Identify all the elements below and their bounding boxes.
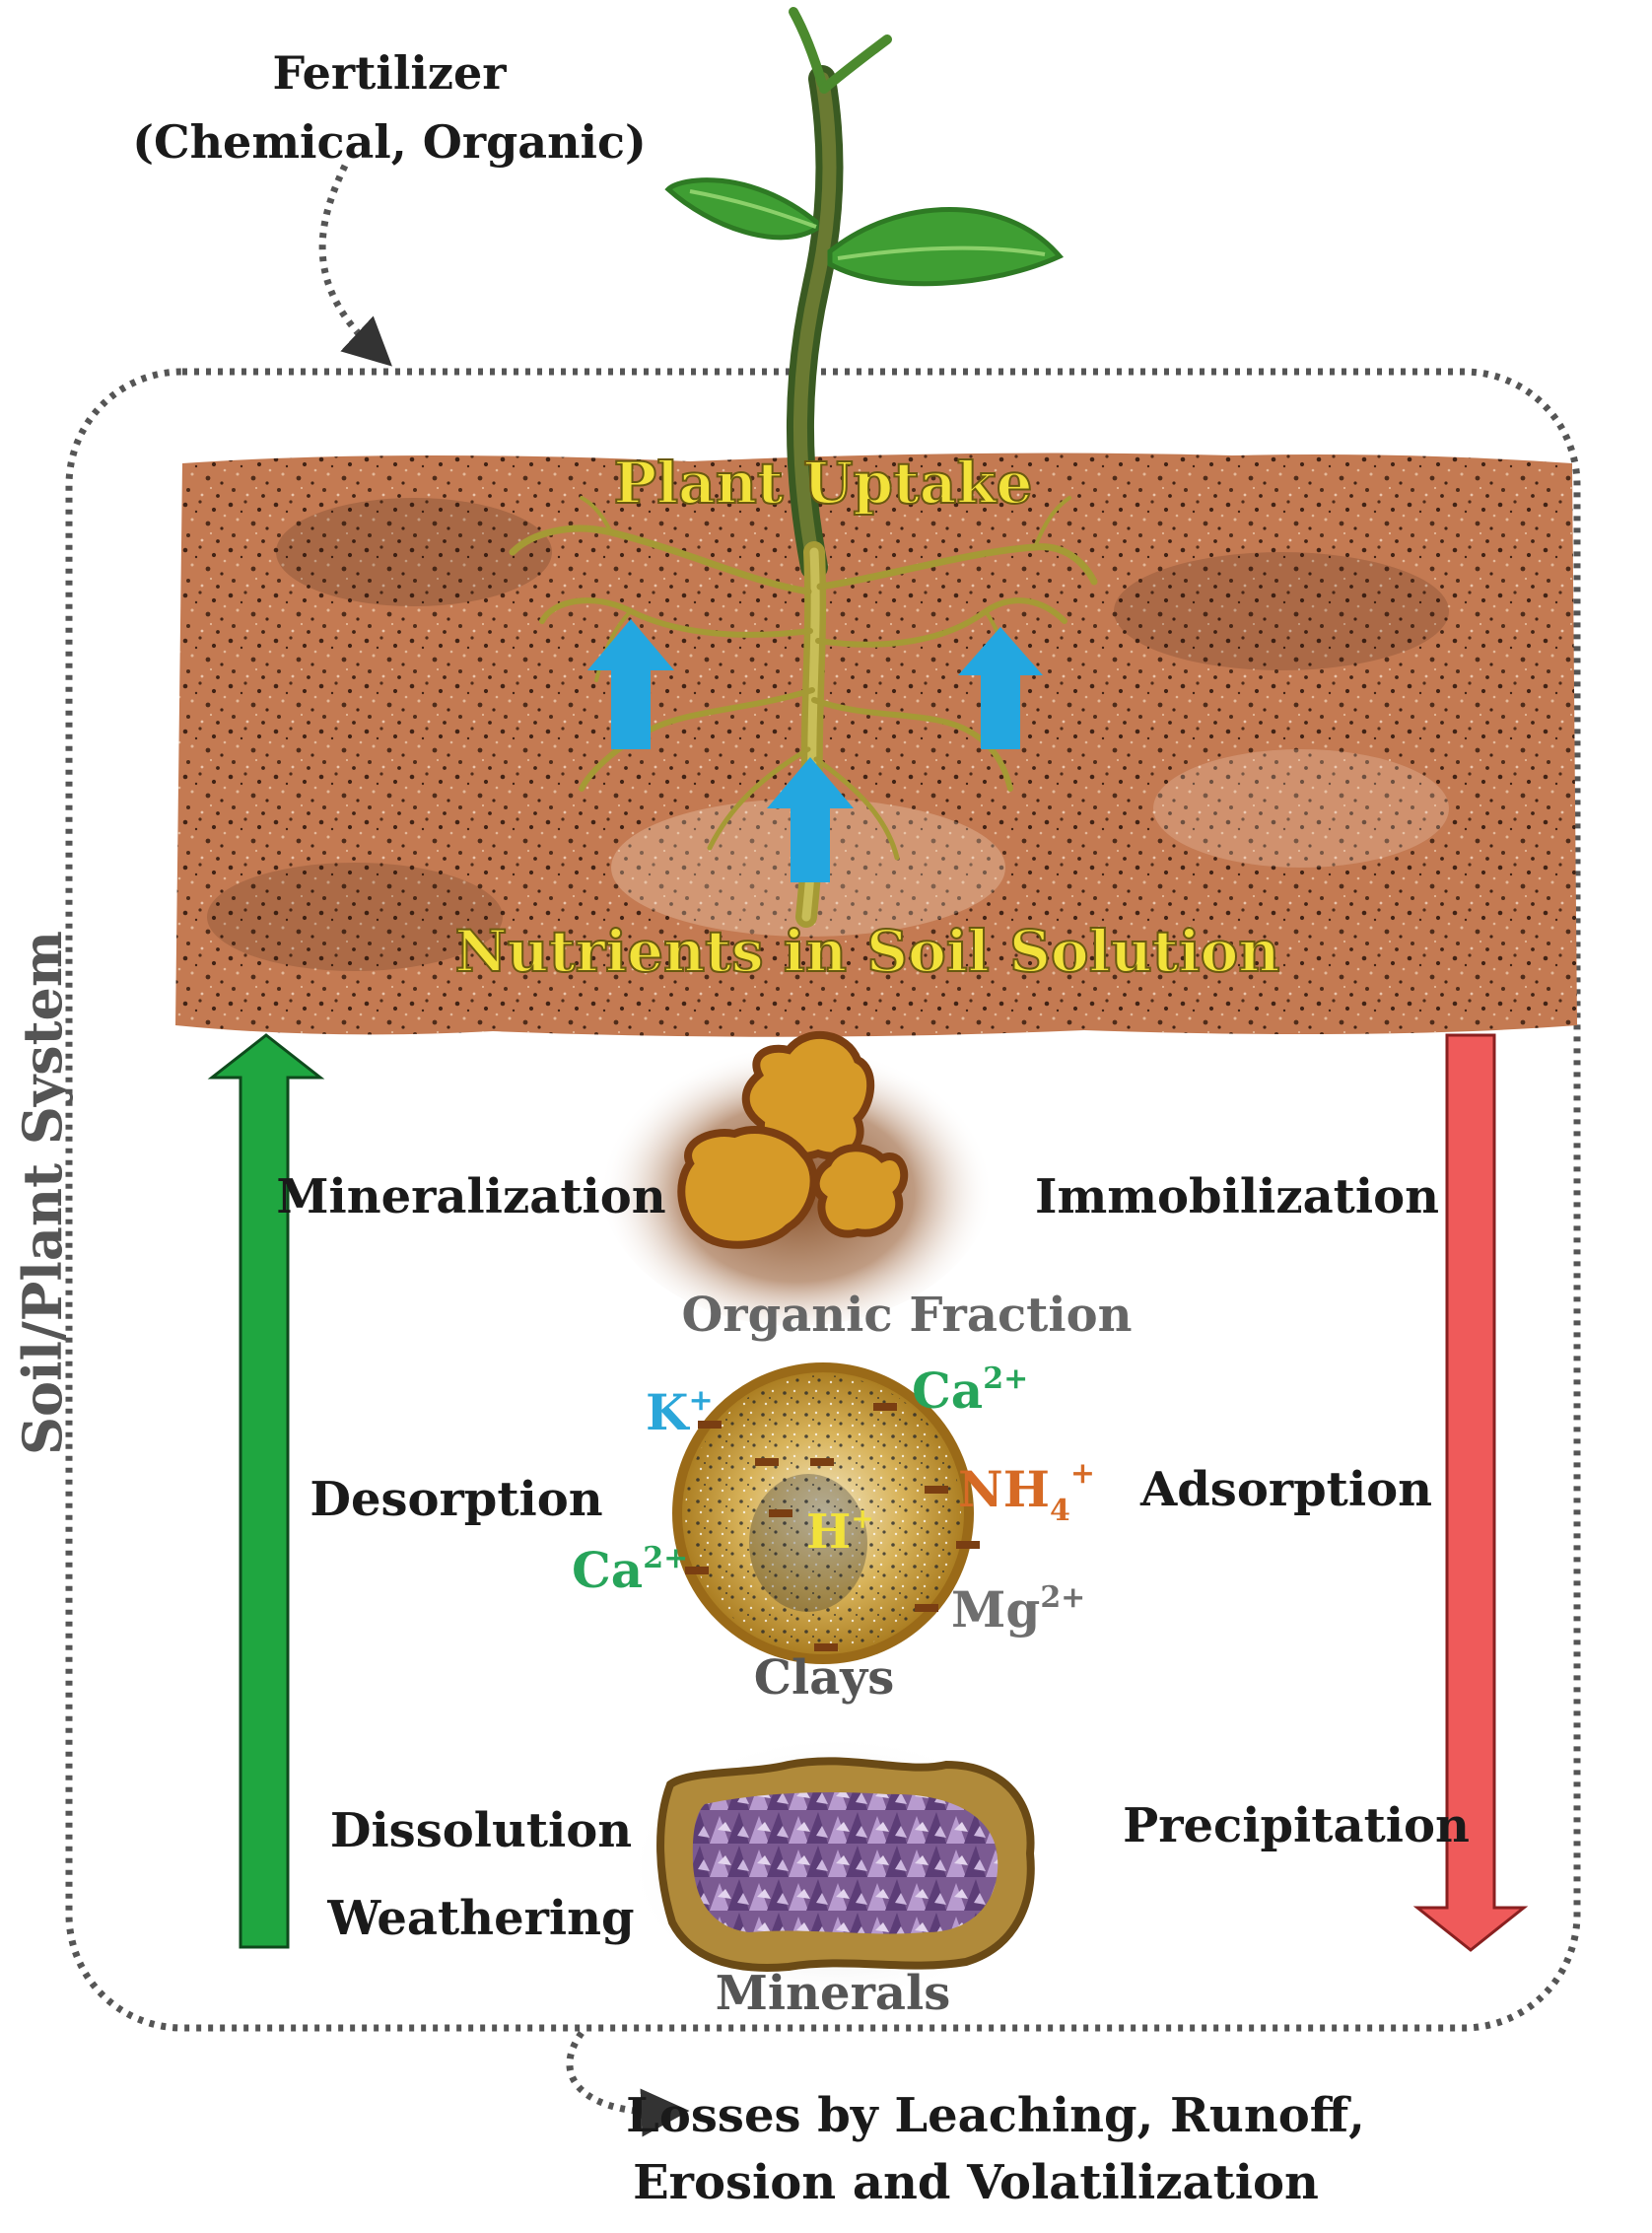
ion-ca-top-base: Ca xyxy=(912,1361,983,1420)
system-label: Soil/Plant System xyxy=(11,931,74,1455)
minerals-illustration xyxy=(629,1735,1043,2001)
charge-site xyxy=(925,1486,948,1494)
ion-h-sup: + xyxy=(851,1502,873,1535)
ion-mg-base: Mg xyxy=(951,1580,1040,1639)
uptake-arrow-center xyxy=(767,757,854,882)
clay-particle xyxy=(672,1362,980,1664)
minerals-label: Minerals xyxy=(716,1966,950,2021)
organic-fraction-label: Organic Fraction xyxy=(681,1288,1132,1343)
charge-site xyxy=(956,1541,980,1549)
clays-label: Clays xyxy=(754,1650,894,1706)
desorption-label: Desorption xyxy=(310,1472,602,1527)
ion-ca-top: Ca2+ xyxy=(912,1361,1028,1420)
plant xyxy=(664,7,1065,581)
fertilizer-input-arrow xyxy=(318,164,392,367)
ion-k-sup: + xyxy=(688,1383,713,1418)
ion-k-base: K xyxy=(646,1383,690,1441)
ion-mg-sup: 2+ xyxy=(1040,1580,1085,1615)
ion-nh4-sub: 4 xyxy=(1050,1494,1070,1528)
ion-h: H+ xyxy=(806,1502,874,1560)
soil-block xyxy=(175,453,1577,1037)
ion-ca-left-base: Ca xyxy=(572,1541,643,1599)
system-boundary xyxy=(65,368,1581,2032)
left-leaf xyxy=(664,177,819,241)
charge-site xyxy=(698,1421,722,1429)
dissolution-label: Dissolution xyxy=(330,1803,632,1858)
losses-sublabel: Erosion and Volatilization xyxy=(633,2155,1319,2210)
fertilizer-sublabel: (Chemical, Organic) xyxy=(132,115,647,169)
ion-ca-left: Ca2+ xyxy=(572,1541,688,1599)
uptake-arrow-right xyxy=(958,627,1043,749)
ion-ca-left-sup: 2+ xyxy=(643,1541,688,1575)
charge-site xyxy=(810,1458,834,1466)
mobilization-arrow-up xyxy=(207,1033,325,1949)
ion-nh4-sup: + xyxy=(1070,1456,1095,1491)
fertilizer-label: Fertilizer xyxy=(273,46,508,100)
uptake-arrow-left xyxy=(587,619,674,749)
ion-ca-top-sup: 2+ xyxy=(983,1361,1028,1396)
ion-nh4: NH4+ xyxy=(958,1456,1095,1528)
charge-site xyxy=(915,1604,938,1612)
charge-site xyxy=(873,1403,897,1411)
mineralization-label: Mineralization xyxy=(276,1169,665,1224)
adsorption-label: Adsorption xyxy=(1139,1462,1432,1517)
charge-site xyxy=(755,1458,779,1466)
immobilization-arrow-down xyxy=(1412,1033,1529,1952)
soil-solution-label: Nutrients in Soil Solution xyxy=(455,918,1280,985)
charge-site xyxy=(814,1643,838,1651)
organic-fraction-illustration xyxy=(599,1030,994,1326)
charge-site xyxy=(685,1567,709,1574)
uptake-arrows xyxy=(587,619,1043,882)
precipitation-label: Precipitation xyxy=(1123,1798,1470,1853)
weathering-label: Weathering xyxy=(326,1891,634,1946)
ion-mg: Mg2+ xyxy=(951,1580,1085,1639)
immobilization-label: Immobilization xyxy=(1035,1169,1439,1224)
plant-uptake-label: Plant Uptake xyxy=(614,450,1033,517)
charge-site xyxy=(769,1509,792,1517)
losses-label: Losses by Leaching, Runoff, xyxy=(626,2088,1365,2143)
ion-nh4-base: NH xyxy=(958,1460,1050,1518)
ion-h-base: H xyxy=(806,1504,851,1560)
ion-k: K+ xyxy=(646,1383,714,1441)
